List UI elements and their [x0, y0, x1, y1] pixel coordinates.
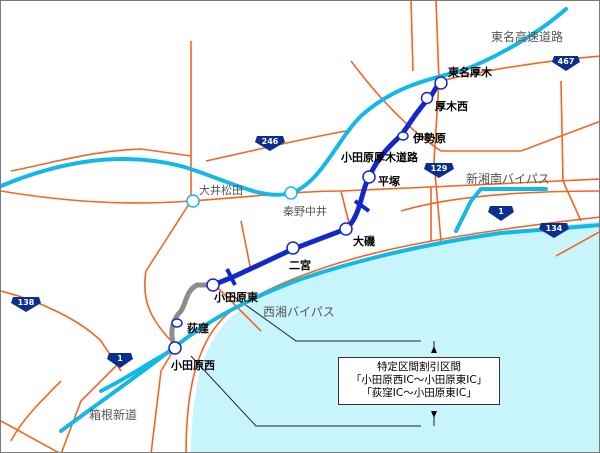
label-tomei-atsugi: 東名厚木: [448, 65, 493, 79]
label-ninomiya: 二宮: [289, 258, 311, 272]
label-odawara-nishi: 小田原西: [170, 358, 215, 372]
ic-marker-isehara: [397, 131, 409, 141]
ic-marker-tomei-atsugi: [434, 76, 448, 90]
odawara-atsugi-road: [210, 80, 442, 288]
label-hadano-nakai: 秦野中井: [283, 204, 327, 218]
shield-1-east: 1: [488, 206, 514, 221]
expressways: [1, 7, 599, 433]
label-isehara: 伊勢原: [412, 131, 446, 145]
ic-marker-odawara-higashi: [206, 278, 220, 292]
note-line-1: 特定区間割引区間: [377, 361, 461, 373]
label-shinshonan: 新湘南バイパス: [466, 171, 550, 186]
sea: [191, 221, 599, 452]
tomei-expressway: [1, 7, 568, 197]
label-odawara-atsugi: 小田原厚木道路: [340, 150, 419, 164]
ic-marker-ogikubo: [171, 318, 183, 328]
coastal-road: [185, 216, 599, 452]
shield-138: 138: [11, 297, 41, 312]
toll-barrier-odawara: [225, 268, 237, 286]
label-seisho: 西湘バイパス: [263, 304, 335, 319]
shield-134: 134: [539, 223, 569, 238]
ic-markers: [168, 76, 448, 355]
shield-246-text: 246: [262, 137, 279, 146]
label-oimatsuda: 大井松田: [199, 183, 243, 197]
route-shields: 467 246 129 1 134 138 1: [11, 56, 580, 368]
shield-138-text: 138: [18, 298, 35, 307]
ic-marker-ninomiya: [286, 241, 300, 255]
ic-marker-oimatsuda: [186, 194, 200, 208]
ic-marker-oiso: [339, 222, 353, 236]
label-odawara-higashi: 小田原東: [213, 290, 259, 304]
ogikubo-section: [169, 282, 216, 349]
shield-1-west-text: 1: [117, 354, 123, 363]
arrow-up: [431, 346, 437, 353]
shield-129: 129: [424, 163, 454, 178]
note-line-3: 「荻窪IC～小田原東IC」: [361, 387, 477, 399]
toll-barriers: [225, 199, 371, 286]
tomei-ic-markers: [186, 186, 298, 208]
ic-marker-atsugi-nishi: [420, 91, 434, 105]
hakone-shindo: [99, 349, 173, 393]
ic-marker-odawara-nishi: [168, 341, 182, 355]
label-tomei: 東名高速道路: [491, 29, 563, 44]
toll-barrier-oiso: [353, 199, 371, 213]
shield-134-text: 134: [546, 224, 563, 233]
shield-467-text: 467: [558, 57, 575, 66]
discount-section-note: 特定区間割引区間 「小田原西IC～小田原東IC」 「荻窪IC～小田原東IC」: [338, 357, 500, 405]
shield-467: 467: [552, 56, 580, 71]
label-oiso: 大磯: [353, 234, 375, 248]
shield-129-text: 129: [431, 164, 448, 173]
shield-246: 246: [255, 136, 285, 151]
label-hakone: 箱根新道: [89, 407, 137, 422]
label-hiratsuka: 平塚: [378, 174, 400, 188]
shield-1-west: 1: [107, 353, 133, 368]
shield-1-east-text: 1: [498, 207, 504, 216]
note-line-2: 「小田原西IC～小田原東IC」: [350, 374, 488, 386]
arrow-down: [431, 411, 437, 418]
ic-marker-hiratsuka: [362, 170, 376, 184]
label-atsugi-nishi: 厚木西: [435, 99, 468, 113]
ic-marker-hadano-nakai: [284, 186, 298, 200]
label-ogikubo: 荻窪: [187, 321, 209, 335]
shinshonan-bypass: [454, 187, 548, 233]
seisho-bypass: [59, 223, 599, 433]
